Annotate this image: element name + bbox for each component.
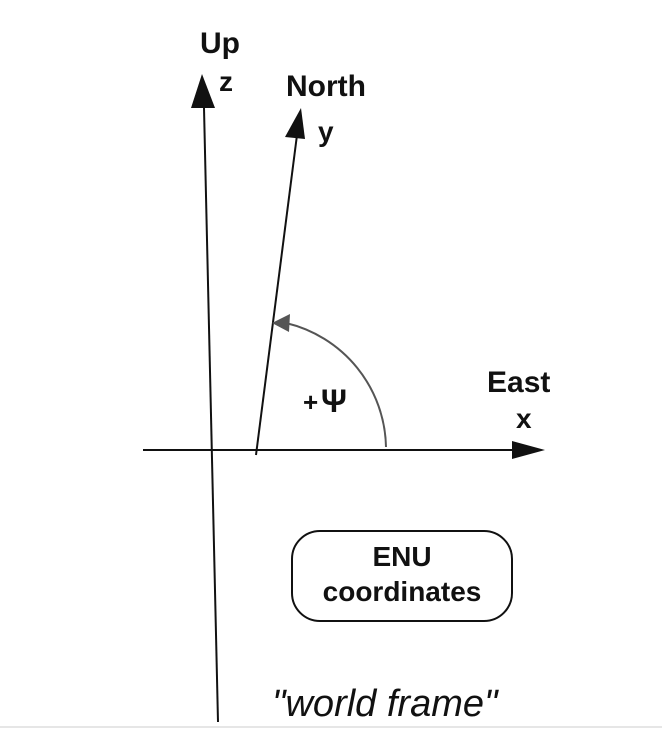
enu-badge-frame [291,530,513,622]
enu-badge: ENU coordinates [291,530,513,622]
psi-symbol: Ψ [321,383,347,419]
psi-arc-arrowhead [272,314,290,332]
up-arrowhead [191,74,215,108]
z-label: z [219,66,233,97]
psi-angle-arc [272,314,387,448]
north-axis [255,108,305,456]
y-label: y [318,116,334,147]
east-label: East [487,366,550,399]
enu-badge-line1: ENU [372,541,431,572]
north-label: North [286,70,366,103]
east-axis [143,441,545,459]
world-frame-caption: "world frame" [272,683,499,725]
up-axis [191,74,219,723]
up-label: Up [200,27,240,60]
enu-badge-line2: coordinates [323,576,482,607]
psi-sign: + [303,387,318,417]
east-arrowhead [512,441,545,459]
north-arrowhead [285,108,305,139]
x-label: x [516,403,532,434]
